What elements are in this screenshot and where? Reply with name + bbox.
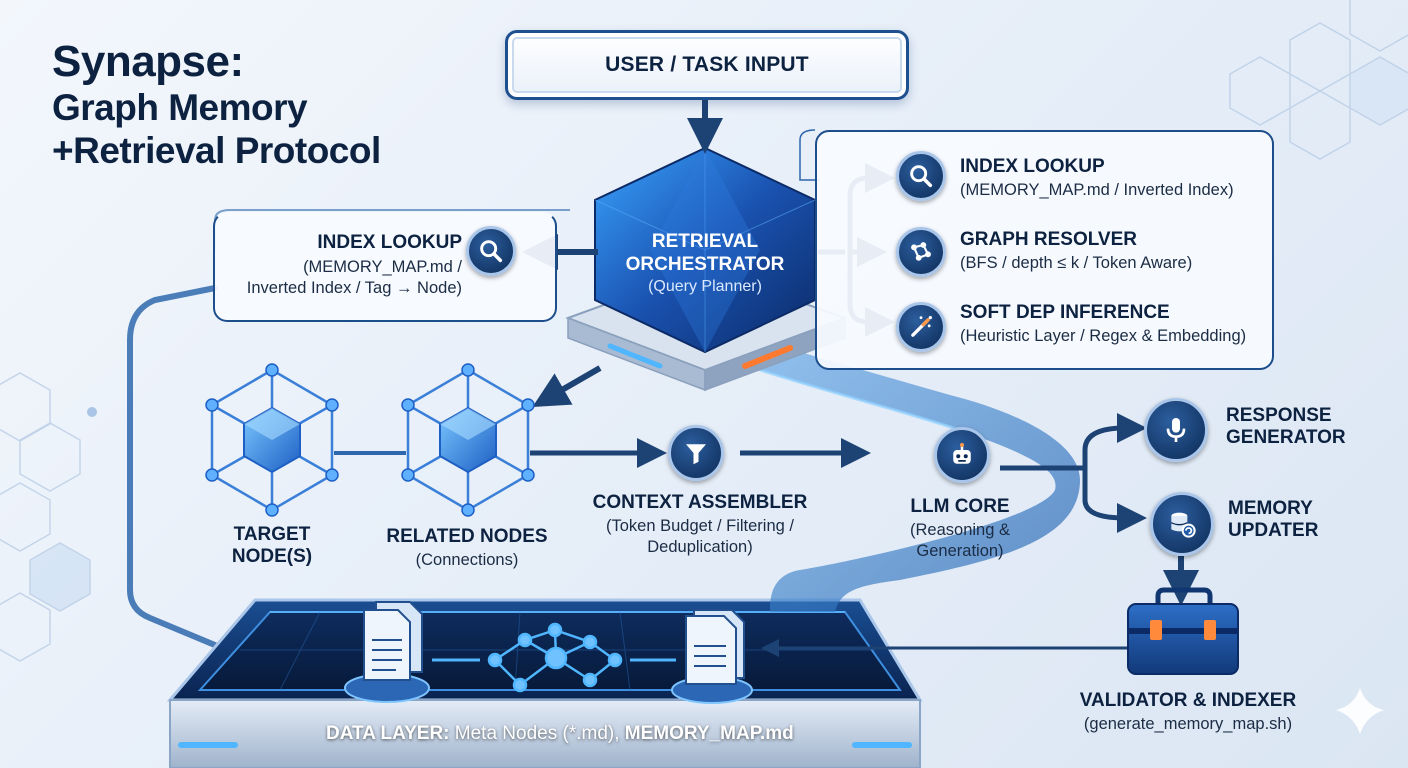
right-item-sub: (MEMORY_MAP.md / Inverted Index)	[960, 181, 1234, 199]
left-index-lookup-title: INDEX LOOKUP	[317, 232, 462, 253]
related-nodes-label: RELATED NODES (Connections)	[372, 526, 562, 570]
user-task-input-box: USER / TASK INPUT	[505, 30, 909, 100]
llm-core-line-2: Generation)	[916, 542, 1004, 560]
response-generator-line-2: GENERATOR	[1226, 427, 1346, 448]
context-assembler-line-2: Deduplication)	[647, 538, 753, 556]
hex-decoration	[0, 0, 1408, 662]
validator-sub: (generate_memory_map.sh)	[1083, 715, 1293, 733]
right-item-title: INDEX LOOKUP	[960, 156, 1105, 177]
robot-icon	[934, 427, 990, 483]
response-generator-label: RESPONSE GENERATOR	[1226, 405, 1346, 449]
microphone-icon	[1144, 398, 1208, 462]
orchestrator-label: RETRIEVAL ORCHESTRATOR (Query Planner)	[600, 230, 810, 298]
document-stack-icon	[344, 601, 430, 703]
toolbox-icon	[1127, 587, 1239, 675]
context-assembler-line-1: (Token Budget / Filtering /	[605, 517, 794, 535]
data-layer-normal: Meta Nodes (*.md),	[449, 723, 625, 744]
title-line-2: Graph Memory	[52, 87, 308, 129]
right-item-sub: (BFS / depth ≤ k / Token Aware)	[960, 254, 1193, 272]
left-index-lookup-line-1: (MEMORY_MAP.md /	[303, 258, 462, 276]
data-layer-bold-2: MEMORY_MAP.md	[624, 723, 794, 744]
related-node-cube-icon	[401, 363, 535, 517]
title-line-3: +Retrieval Protocol	[52, 129, 381, 171]
context-assembler-title: CONTEXT ASSEMBLER	[592, 492, 808, 513]
magnifier-icon	[896, 151, 946, 201]
user-task-input-label: USER / TASK INPUT	[605, 53, 809, 76]
document-icon	[671, 609, 753, 704]
orchestrator-subtitle: (Query Planner)	[648, 278, 762, 295]
magic-wand-icon	[896, 302, 946, 352]
validator-title: VALIDATOR & INDEXER	[1079, 690, 1297, 711]
right-item-sub: (Heuristic Layer / Regex & Embedding)	[960, 327, 1247, 345]
related-nodes-title: RELATED NODES	[386, 526, 548, 547]
magnifier-icon	[466, 226, 516, 276]
llm-core-line-1: (Reasoning &	[910, 521, 1010, 539]
related-nodes-sub: (Connections)	[415, 551, 519, 569]
right-item-index-lookup: INDEX LOOKUP (MEMORY_MAP.md / Inverted I…	[960, 156, 1234, 200]
target-node-line-1: TARGET	[233, 524, 311, 545]
right-retrieval-panel	[815, 130, 1274, 370]
target-node-line-2: NODE(S)	[231, 546, 313, 567]
title-line-1: Synapse:	[52, 37, 244, 86]
graph-icon	[896, 227, 946, 277]
diagram-title: Synapse: Graph Memory +Retrieval Protoco…	[52, 36, 381, 173]
right-item-title: SOFT DEP INFERENCE	[960, 302, 1170, 323]
right-item-soft-dep-inference: SOFT DEP INFERENCE (Heuristic Layer / Re…	[960, 302, 1246, 346]
memory-updater-line-1: MEMORY	[1228, 498, 1313, 519]
data-layer-caption: DATA LAYER: Meta Nodes (*.md), MEMORY_MA…	[326, 723, 794, 745]
orchestrator-title-2: ORCHESTRATOR	[625, 254, 785, 275]
right-item-title: GRAPH RESOLVER	[960, 229, 1138, 250]
target-node-label: TARGET NODE(S)	[212, 524, 332, 568]
data-layer-bold-1: DATA LAYER:	[326, 723, 450, 744]
context-assembler-label: CONTEXT ASSEMBLER (Token Budget / Filter…	[580, 492, 820, 557]
llm-core-title: LLM CORE	[910, 496, 1010, 517]
target-node-cube-icon	[205, 363, 339, 517]
database-sync-icon	[1150, 492, 1214, 556]
llm-core-label: LLM CORE (Reasoning & Generation)	[900, 496, 1020, 561]
right-item-graph-resolver: GRAPH RESOLVER (BFS / depth ≤ k / Token …	[960, 229, 1192, 273]
orchestrator-gem	[594, 146, 816, 354]
memory-updater-line-2: UPDATER	[1228, 520, 1319, 541]
memory-updater-label: MEMORY UPDATER	[1228, 498, 1318, 542]
funnel-icon	[668, 425, 724, 481]
left-index-lookup-line-2: Inverted Index / Tag → Node)	[246, 279, 462, 297]
orchestrator-title-1: RETRIEVAL	[651, 231, 759, 252]
left-index-lookup-text: INDEX LOOKUP (MEMORY_MAP.md / Inverted I…	[222, 232, 462, 298]
network-icon	[487, 622, 623, 693]
response-generator-line-1: RESPONSE	[1226, 405, 1332, 426]
validator-label: VALIDATOR & INDEXER (generate_memory_map…	[1060, 690, 1316, 734]
